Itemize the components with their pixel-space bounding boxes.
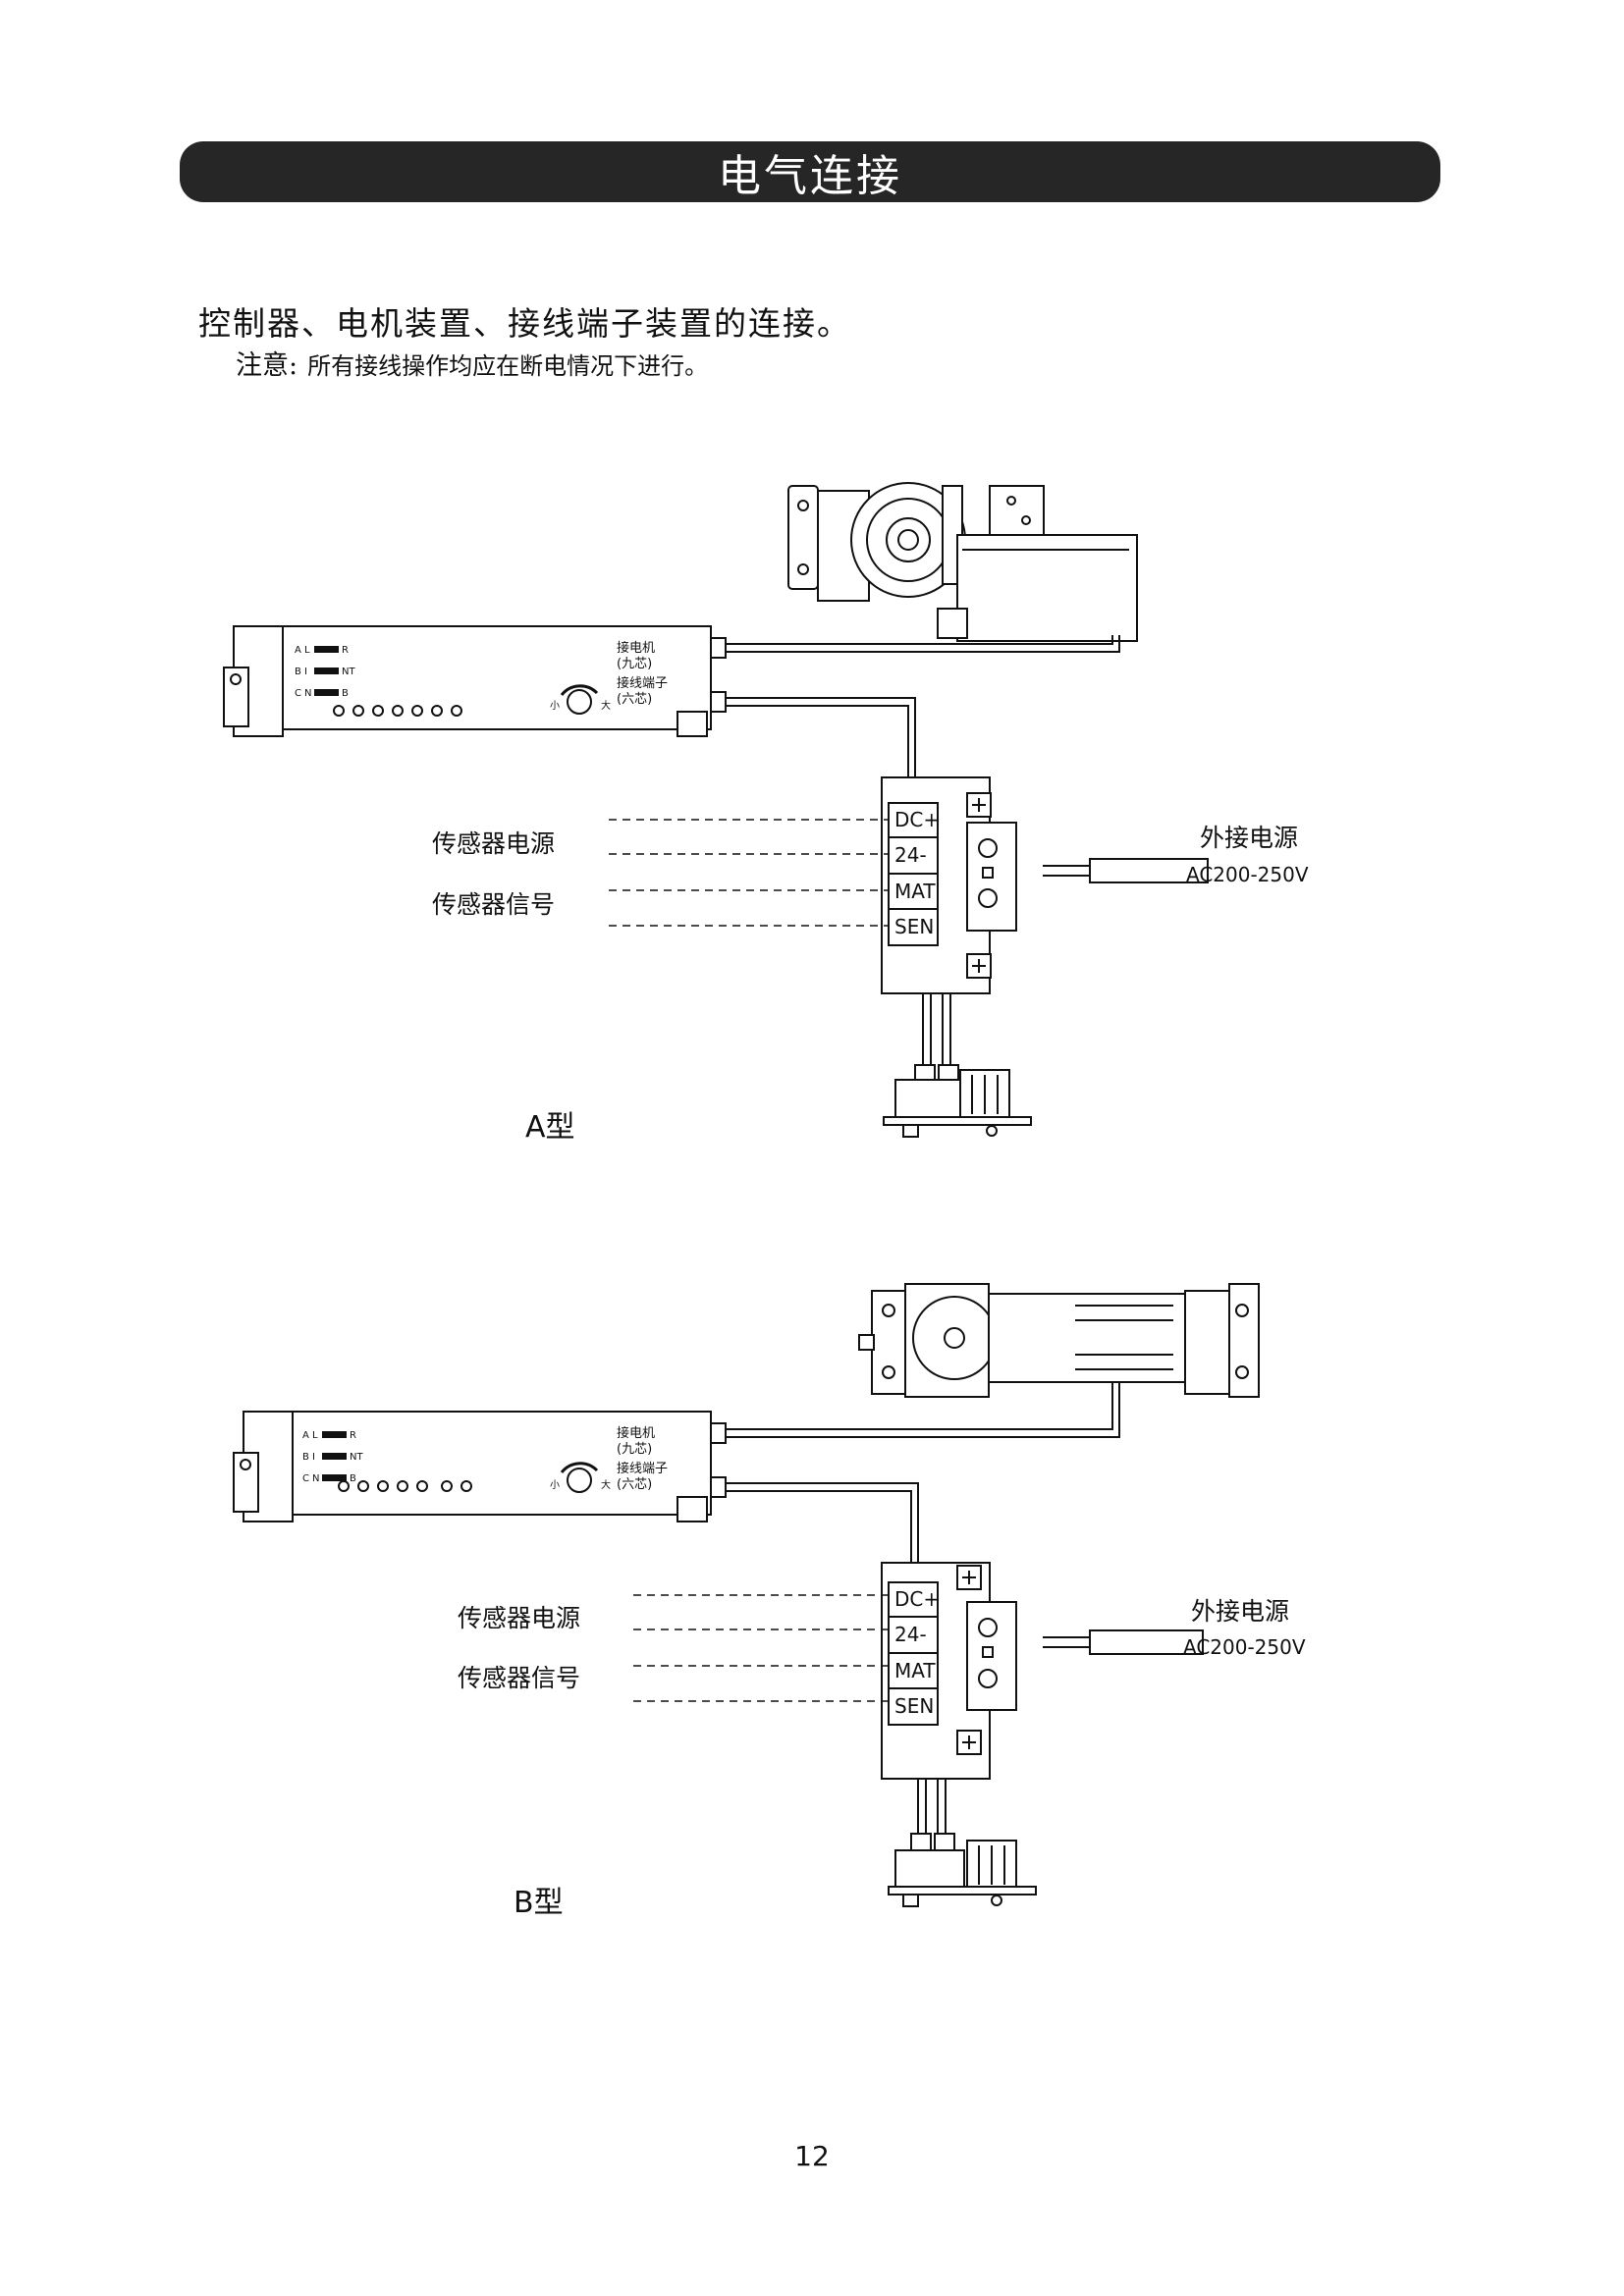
external-cable-a (1043, 858, 1209, 883)
controller-a-switches: A L R B I NT C N B (295, 645, 355, 699)
page-number: 12 (794, 2140, 830, 2172)
controller-a-ports: 接电机 (九芯) 接线端子 (六芯) (617, 640, 668, 707)
sensor-signal-label-a: 传感器信号 (432, 890, 555, 919)
svg-text:DC+: DC+ (894, 1587, 940, 1611)
svg-text:A: A (295, 645, 301, 656)
controller-a-knob: 小 大 (550, 684, 611, 715)
svg-text:大: 大 (601, 699, 611, 712)
svg-text:接电机: 接电机 (617, 1425, 655, 1441)
svg-text:I: I (312, 1452, 315, 1463)
svg-text:MAT: MAT (894, 880, 936, 903)
svg-text:小: 小 (550, 1479, 560, 1491)
sensor-lines-a (609, 819, 889, 927)
terminal-block-b (881, 1562, 1037, 1907)
svg-text:接线端子: 接线端子 (617, 675, 668, 691)
svg-text:B: B (350, 1473, 356, 1484)
svg-text:B: B (302, 1452, 309, 1463)
controller-b-switches: A L R B I NT C N B (302, 1430, 363, 1484)
svg-text:(六芯): (六芯) (617, 692, 652, 707)
wiring-diagram-b: A L R B I NT C N B 小 大 接电机 (九芯) 接线端子 (六芯… (233, 1283, 1306, 1920)
svg-text:R: R (350, 1430, 356, 1441)
svg-text:L: L (312, 1430, 318, 1441)
sensor-power-label-b: 传感器电源 (458, 1604, 580, 1632)
svg-text:SEN: SEN (894, 915, 934, 938)
svg-text:(九芯): (九芯) (617, 657, 652, 671)
note-label: 注意: (236, 350, 298, 381)
external-power-label-a: 外接电源 (1200, 824, 1298, 852)
terminal-block-a (881, 776, 1032, 1138)
diagram-b-label: B型 (514, 1886, 564, 1920)
external-voltage-b: AC200-250V (1183, 1635, 1306, 1659)
safety-note: 注意: 所有接线操作均应在断电情况下进行。 (236, 344, 708, 382)
svg-text:SEN: SEN (894, 1694, 934, 1718)
external-cable-b (1043, 1629, 1204, 1655)
controller-b-ports: 接电机 (九芯) 接线端子 (六芯) (617, 1425, 668, 1492)
sensor-signal-label-b: 传感器信号 (458, 1664, 580, 1692)
note-text: 所有接线操作均应在断电情况下进行。 (307, 352, 709, 380)
svg-text:接线端子: 接线端子 (617, 1461, 668, 1476)
controller-b-knob: 小 大 (550, 1462, 611, 1493)
external-voltage-a: AC200-250V (1186, 863, 1309, 886)
svg-text:C: C (302, 1473, 309, 1484)
svg-text:大: 大 (601, 1478, 611, 1491)
svg-text:N: N (312, 1473, 319, 1484)
svg-text:NT: NT (350, 1452, 363, 1463)
controller-a-leds (333, 705, 462, 717)
section-header: 电气连接 (180, 141, 1440, 202)
svg-text:L: L (304, 645, 310, 656)
svg-text:(九芯): (九芯) (617, 1442, 652, 1457)
svg-text:小: 小 (550, 700, 560, 712)
cable-a (726, 635, 1120, 785)
svg-text:B: B (342, 688, 349, 699)
motor-unit-a (787, 482, 1138, 642)
svg-text:R: R (342, 645, 349, 656)
terminal-a-pins: DC+ 24- MAT SEN (894, 808, 940, 938)
svg-text:N: N (304, 688, 311, 699)
svg-text:NT: NT (342, 667, 355, 677)
svg-text:I: I (304, 667, 307, 677)
sensor-lines-b (633, 1594, 889, 1702)
diagram-a-label: A型 (525, 1110, 575, 1145)
svg-text:B: B (295, 667, 301, 677)
external-power-label-b: 外接电源 (1191, 1597, 1289, 1626)
svg-text:接电机: 接电机 (617, 640, 655, 656)
sensor-power-label-a: 传感器电源 (432, 829, 555, 858)
svg-text:24-: 24- (894, 843, 927, 867)
svg-text:MAT: MAT (894, 1659, 936, 1682)
wiring-diagram-a: A L R B I NT C N B 小 大 接电机 (九芯) 接线端子 (六芯… (223, 482, 1309, 1145)
subtitle: 控制器、电机装置、接线端子装置的连接。 (198, 304, 851, 343)
svg-text:C: C (295, 688, 301, 699)
svg-text:(六芯): (六芯) (617, 1477, 652, 1492)
terminal-b-pins: DC+ 24- MAT SEN (894, 1587, 940, 1718)
controller-b-leds (338, 1480, 472, 1492)
controller-b (233, 1411, 727, 1522)
svg-text:DC+: DC+ (894, 808, 940, 831)
svg-text:24-: 24- (894, 1623, 927, 1646)
cable-b (726, 1382, 1120, 1571)
section-title: 电气连接 (718, 151, 902, 201)
svg-text:A: A (302, 1430, 309, 1441)
motor-unit-b (858, 1283, 1260, 1398)
